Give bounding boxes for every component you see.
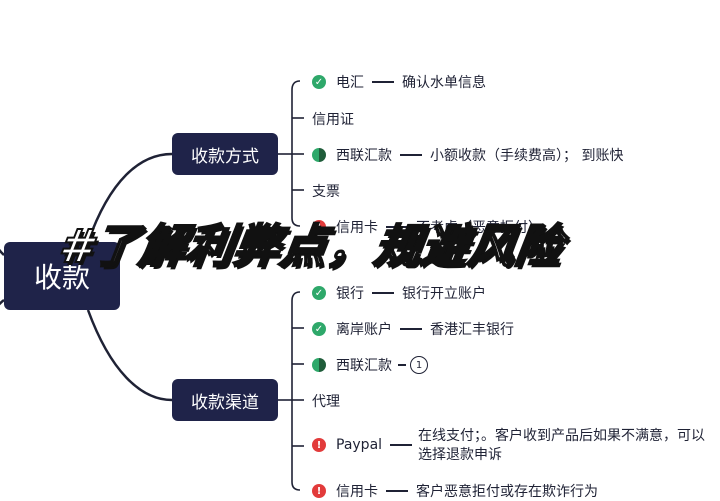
leaf-label: 信用卡 [336,484,378,500]
leaf-node[interactable]: 支票 [312,181,340,201]
overlay-caption: #了解利弊点，规避风险 [55,218,568,274]
connector-root-left-bottom [0,299,5,306]
connector-root-b1 [86,152,173,243]
leaf-note: 在线支付；。客户收到产品后如果不满意，可以选择退款申诉 [418,428,705,463]
warning-icon: ! [312,220,326,234]
leaf-node[interactable]: 信用证 [312,109,354,129]
warning-icon: ! [312,484,326,498]
dash-connector [398,364,406,366]
connector-b2-bracket [291,291,301,491]
check-icon: ✓ [312,286,326,300]
leaf-node[interactable]: ! 信用卡 客户恶意拒付或存在欺诈行为 [312,481,598,501]
dash-connector [372,81,394,83]
leaf-node[interactable]: ✓ 银行 银行开立账户 [312,283,486,303]
leaf-label: Paypal [336,437,383,453]
check-icon: ✓ [312,322,326,336]
leaf-label: 银行 [336,286,364,302]
leaf-label: 代理 [312,394,340,410]
leaf-node[interactable]: 代理 [312,391,340,411]
dash-connector [386,490,408,492]
leaf-node[interactable]: 西联汇款 1 [312,355,428,375]
leaf-node[interactable]: ! Paypal [312,437,420,453]
leaf-note: 香港汇丰银行 [430,322,514,338]
leaf-label: 西联汇款 [336,148,392,164]
leaf-note: 银行开立账户 [402,286,486,302]
leaf-node[interactable]: 西联汇款 小额收款（手续费高）； 到账快 [312,145,623,165]
leaf-label: 西联汇款 [336,358,392,374]
leaf-node[interactable]: ✓ 离岸账户 香港汇丰银行 [312,319,514,339]
half-progress-icon [312,358,326,372]
dash-connector [390,444,413,446]
leaf-note: 客户恶意拒付或存在欺诈行为 [416,484,598,500]
connector-root-b2 [86,309,173,402]
root-node[interactable]: 收款 [4,242,120,310]
dash-connector [400,328,422,330]
leaf-note: 不考虑（恶意拒付） [416,220,542,236]
leaf-note: 确认水单信息 [402,75,486,91]
warning-icon: ! [312,438,326,452]
leaf-node[interactable]: ! 信用卡 不考虑（恶意拒付） [312,217,542,237]
leaf-label: 信用卡 [336,220,378,236]
leaf-note: 小额收款（手续费高）； 到账快 [430,148,624,164]
count-badge[interactable]: 1 [410,356,428,374]
leaf-label: 信用证 [312,112,354,128]
dash-connector [386,226,408,228]
leaf-label: 支票 [312,184,340,200]
connector-root-left-top [0,248,5,256]
leaf-label: 电汇 [336,75,364,91]
dash-connector [400,154,422,156]
leaf-label: 离岸账户 [336,322,392,338]
half-progress-icon [312,148,326,162]
check-icon: ✓ [312,75,326,89]
branch-node-payment-method[interactable]: 收款方式 [172,133,278,175]
leaf-node[interactable]: ✓ 电汇 确认水单信息 [312,72,486,92]
branch-node-payment-channel[interactable]: 收款渠道 [172,379,278,421]
dash-connector [372,292,394,294]
